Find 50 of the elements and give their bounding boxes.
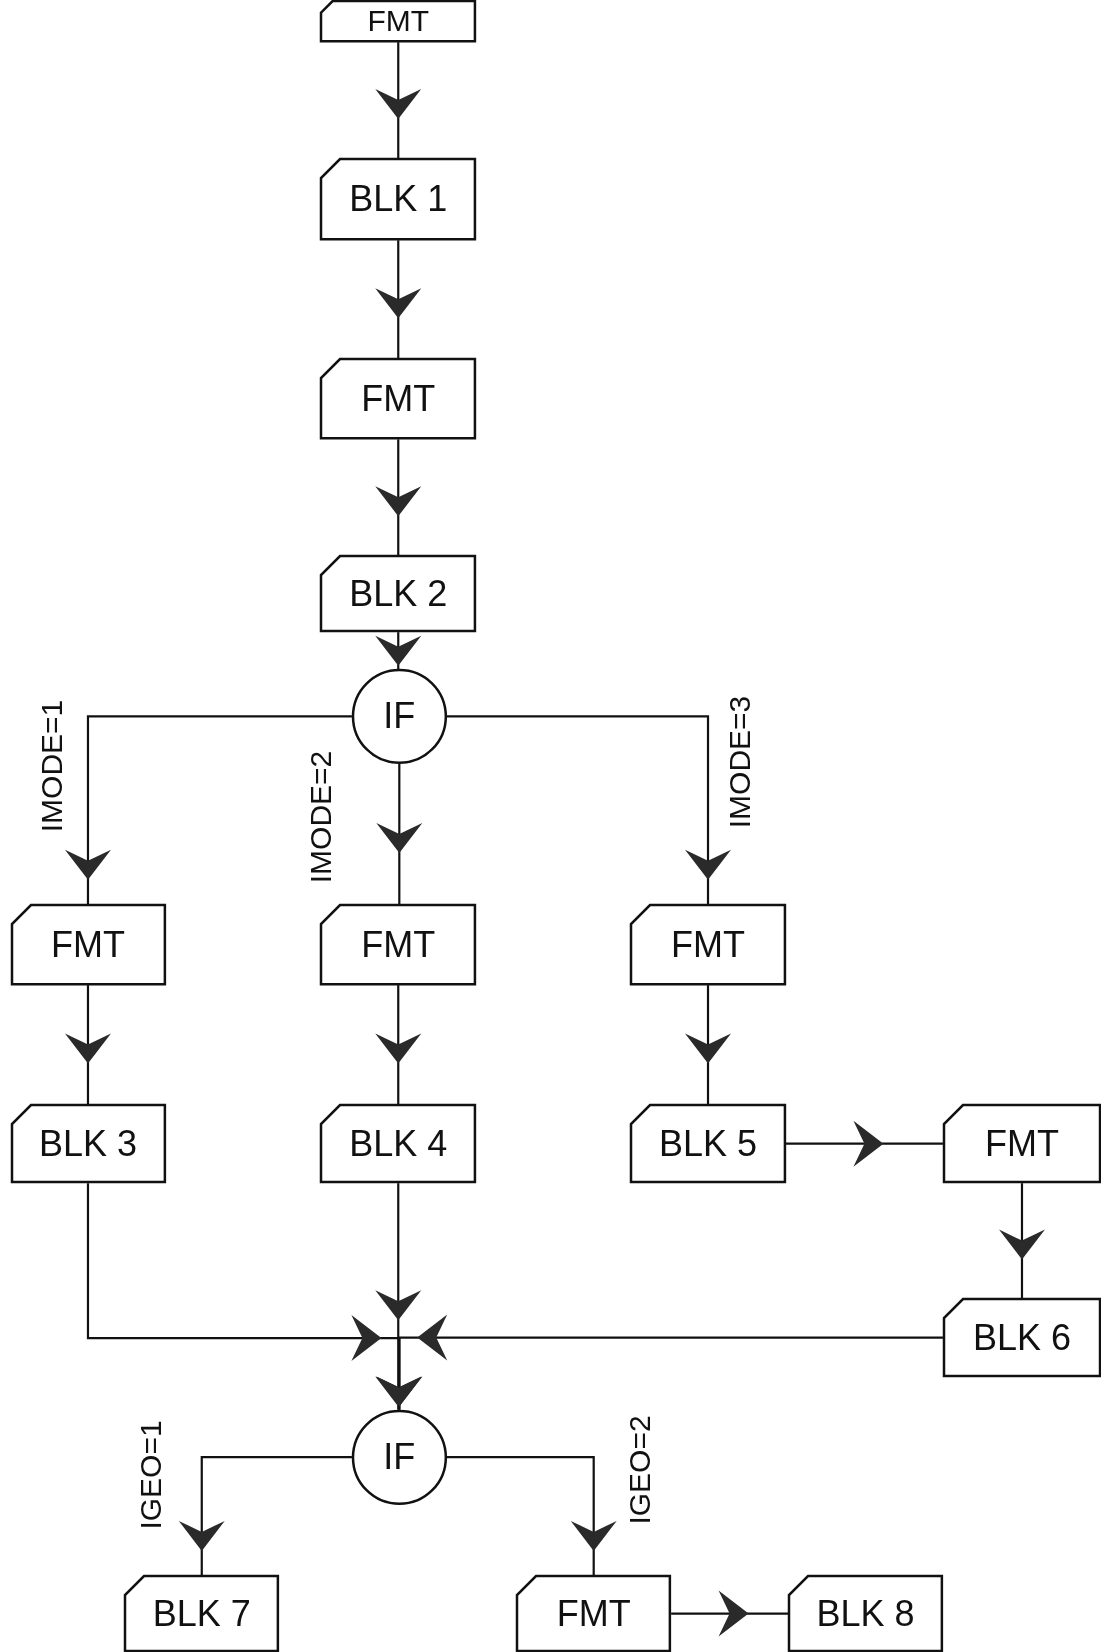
process-box (124, 1575, 280, 1652)
node-label: FMT (51, 923, 125, 966)
process-box (320, 903, 477, 986)
process-box (516, 1575, 672, 1652)
process-box (320, 555, 477, 633)
node-label: FMT (361, 923, 436, 966)
flow-arrow (375, 632, 422, 670)
node-label: FMT (367, 4, 430, 39)
flow-arrow (64, 985, 111, 1105)
flow-arrow (786, 1120, 943, 1167)
flow-arrow (375, 439, 422, 556)
flow-arrow (376, 763, 423, 904)
process-box (10, 903, 166, 986)
flow-arrow (375, 985, 422, 1105)
flow-arrow (375, 240, 422, 359)
node-label: FMT (361, 377, 436, 420)
process-box (630, 903, 786, 986)
flow-arrow (376, 1314, 943, 1410)
flow-arrow (375, 42, 422, 159)
node-label: BLK 3 (38, 1122, 137, 1165)
flow-arrow (64, 715, 352, 904)
process-box (320, 158, 477, 241)
process-box (942, 1104, 1101, 1184)
decision-circle (351, 1409, 447, 1505)
flow-arrow (178, 1456, 352, 1576)
node-label: FMT (985, 1122, 1059, 1165)
flow-arrow (446, 715, 731, 904)
process-box (942, 1298, 1101, 1378)
node-label: BLK 7 (152, 1592, 251, 1635)
process-box (320, 0, 477, 43)
node-label: BLK 1 (349, 178, 448, 221)
flow-arrow (446, 1456, 617, 1576)
flow-arrow (999, 1183, 1045, 1298)
process-box (788, 1575, 943, 1652)
node-label: BLK 6 (972, 1316, 1071, 1359)
flow-arrow (685, 985, 731, 1105)
node-label: IF (383, 1436, 416, 1479)
process-box (630, 1104, 786, 1184)
node-label: BLK 8 (816, 1592, 915, 1635)
decision-circle (351, 669, 447, 764)
process-box (10, 1104, 166, 1184)
flow-arrow (671, 1590, 789, 1637)
node-label: BLK 2 (349, 572, 448, 615)
node-label: BLK 5 (658, 1122, 758, 1165)
node-label: IF (383, 695, 416, 738)
node-label: FMT (671, 923, 745, 966)
process-box (320, 358, 477, 440)
node-label: BLK 4 (349, 1122, 448, 1165)
node-label: FMT (556, 1592, 631, 1635)
process-box (320, 1104, 477, 1184)
